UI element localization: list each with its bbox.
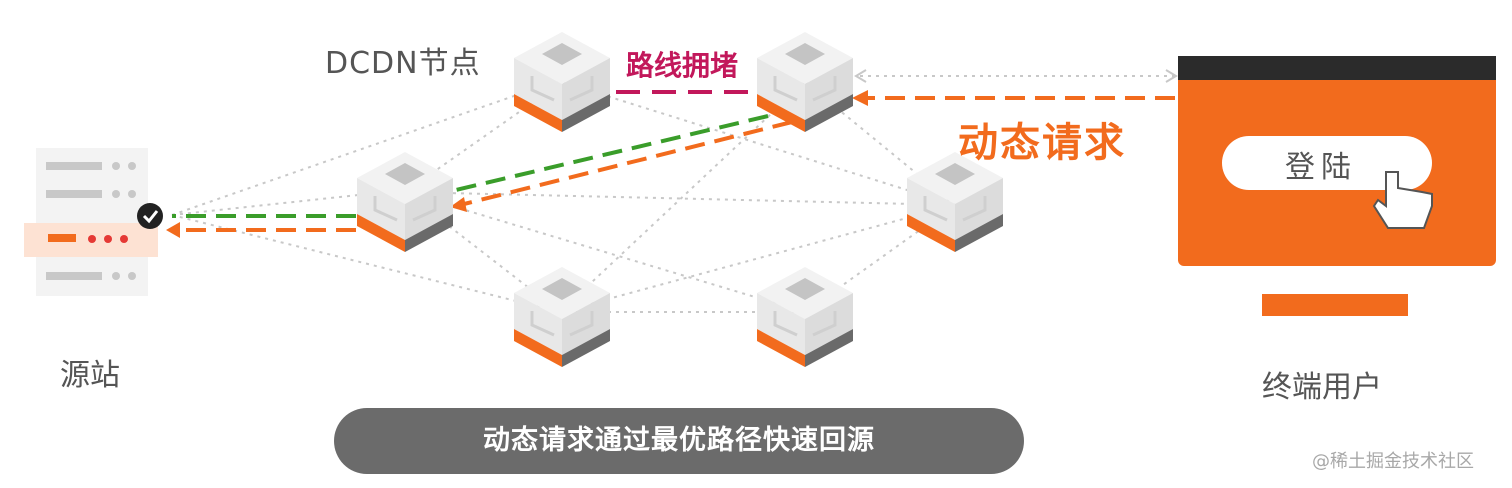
watermark: @稀土掘金技术社区 xyxy=(1312,451,1474,472)
summary-banner: 动态请求通过最优路径快速回源 xyxy=(334,408,1024,474)
dynamic-request-arrowheads xyxy=(166,90,868,238)
hand-pointer-icon xyxy=(1372,171,1433,229)
dcdn-node-top-left xyxy=(512,30,612,134)
dynamic-request-label: 动态请求 xyxy=(958,120,1126,166)
dcdn-node-middle-left xyxy=(355,150,455,254)
dcdn-node-bottom-right xyxy=(755,265,855,369)
dcdn-node-bottom-left xyxy=(512,265,612,369)
end-user-label: 终端用户 xyxy=(1262,370,1382,405)
user-link-arrowheads xyxy=(854,69,1178,83)
check-badge-icon xyxy=(137,203,163,229)
server-icon xyxy=(24,148,158,296)
login-button-label: 登陆 xyxy=(1285,150,1357,185)
congestion-label: 路线拥堵 xyxy=(626,49,739,82)
dcdn-node-top-right xyxy=(755,30,855,134)
dcdn-nodes-label: DCDN节点 xyxy=(325,46,481,81)
response-path xyxy=(172,114,769,218)
origin-label: 源站 xyxy=(60,358,120,393)
dynamic-request-path xyxy=(178,96,1175,232)
monitor-icon xyxy=(1178,56,1496,316)
